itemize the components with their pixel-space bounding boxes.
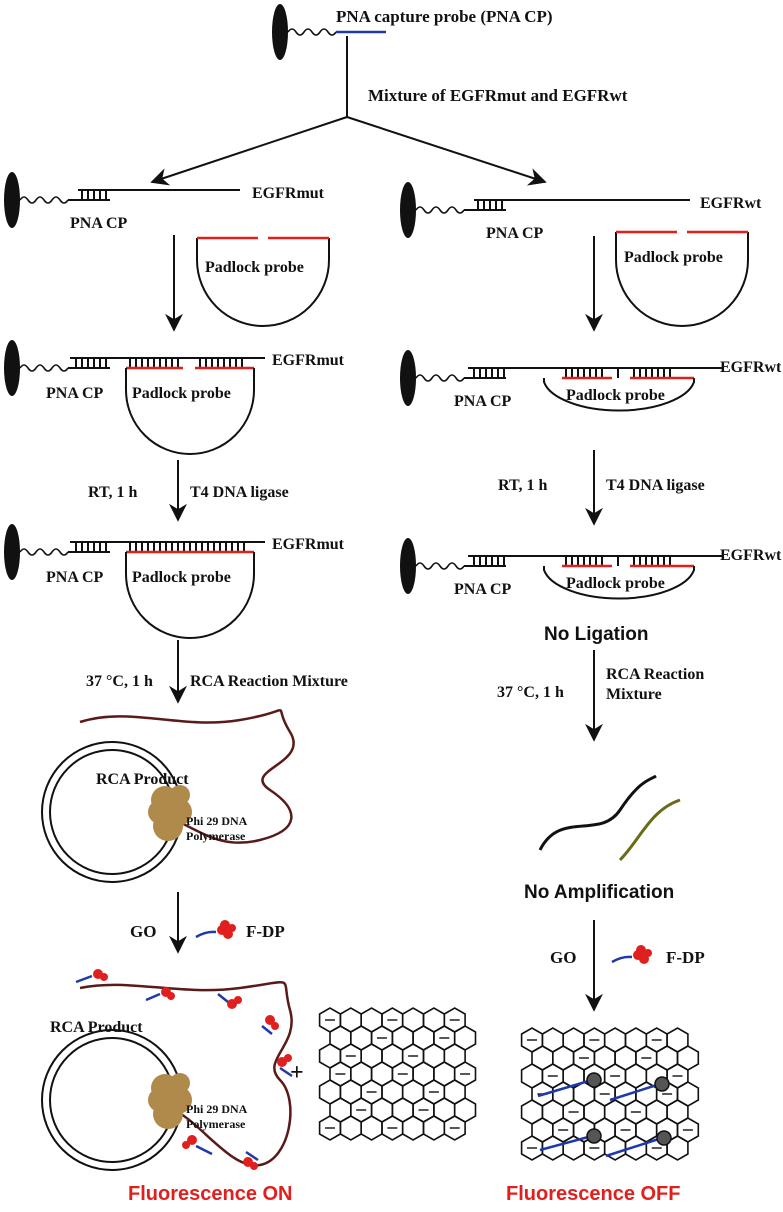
right-padlock-2: Padlock probe [566, 387, 665, 404]
right-step1-reagent: T4 DNA ligase [606, 477, 705, 494]
left-target-1: EGFRmut [252, 185, 325, 202]
left-polymerase-2b: Polymerase [186, 1117, 246, 1131]
go-sheet-left [318, 1007, 477, 1141]
adsorbed-fdp-probes [537, 1072, 672, 1158]
left-pna-1: PNA CP [70, 215, 128, 232]
no-amplification: No Amplification [524, 882, 674, 903]
right-fdp: F-DP [666, 948, 705, 967]
left-step1-reagent: T4 DNA ligase [190, 484, 289, 501]
left-padlock-3: Padlock probe [132, 569, 231, 586]
bead-top [272, 4, 288, 60]
left-stage3 [4, 524, 265, 639]
right-pna-1: PNA CP [486, 225, 544, 242]
right-step1-cond: RT, 1 h [498, 477, 547, 494]
right-stage3 [400, 538, 722, 600]
left-pna-2: PNA CP [46, 385, 104, 402]
hexagon-cell [422, 1115, 446, 1141]
left-polymerase-1a: Phi 29 DNA [186, 814, 248, 828]
right-step2-cond: 37 °C, 1 h [497, 684, 564, 701]
right-pna-3: PNA CP [454, 581, 512, 598]
left-rca-label-2: RCA Product [50, 1019, 143, 1036]
left-polymerase-1b: Polymerase [186, 829, 246, 843]
hexagon-cell [401, 1115, 425, 1141]
left-rca-label-1: RCA Product [96, 771, 189, 788]
left-polymerase-2a: Phi 29 DNA [186, 1102, 248, 1116]
left-pna-3: PNA CP [46, 569, 104, 586]
top-capture-probe [272, 4, 386, 60]
right-stage2 [400, 350, 722, 412]
right-pna-2: PNA CP [454, 393, 512, 410]
left-stage1 [4, 172, 330, 327]
polymerase-blob-1 [148, 785, 192, 841]
right-go: GO [550, 948, 576, 967]
left-padlock-2: Padlock probe [132, 385, 231, 402]
right-target-1: EGFRwt [700, 195, 762, 212]
right-fdp-icon [611, 945, 652, 964]
left-go: GO [130, 922, 156, 941]
split-arrow-left [150, 116, 348, 186]
right-padlock-3: Padlock probe [566, 575, 665, 592]
hexagon-cell [339, 1115, 363, 1141]
left-padlock-1: Padlock probe [205, 259, 304, 276]
left-step1-cond: RT, 1 h [88, 484, 137, 501]
left-target-2: EGFRmut [272, 352, 345, 369]
hexagon-cell [360, 1115, 383, 1141]
split-arrow-right [346, 116, 547, 186]
bound-fdp-probes [75, 969, 293, 1170]
plus-sign: + [290, 1060, 304, 1086]
right-target-2: EGFRwt [720, 359, 782, 376]
left-target-3: EGFRmut [272, 536, 345, 553]
right-stage1 [400, 182, 749, 327]
right-target-3: EGFRwt [720, 547, 782, 564]
left-rca-product-1 [41, 709, 295, 883]
mixture-label: Mixture of EGFRmut and EGFRwt [368, 86, 628, 105]
no-ligation: No Ligation [544, 624, 648, 645]
right-step2-reagent-1: RCA Reaction [606, 666, 704, 683]
top-probe-label: PNA capture probe (PNA CP) [336, 7, 553, 26]
left-rca-product-2 [41, 969, 293, 1171]
hexagon-cell [443, 1115, 466, 1141]
right-step2-reagent-2: Mixture [606, 686, 662, 703]
left-fdp: F-DP [246, 922, 285, 941]
right-padlock-1: Padlock probe [624, 249, 723, 266]
left-fdp-icon [195, 920, 236, 939]
fluorescence-off: Fluorescence OFF [506, 1183, 681, 1205]
unamplified-strands [538, 774, 681, 862]
go-sheet-right [520, 1027, 700, 1161]
left-step2-cond: 37 °C, 1 h [86, 673, 153, 690]
fluorescence-on: Fluorescence ON [128, 1183, 293, 1205]
left-stage2 [4, 340, 265, 455]
left-step2-reagent: RCA Reaction Mixture [190, 673, 348, 690]
